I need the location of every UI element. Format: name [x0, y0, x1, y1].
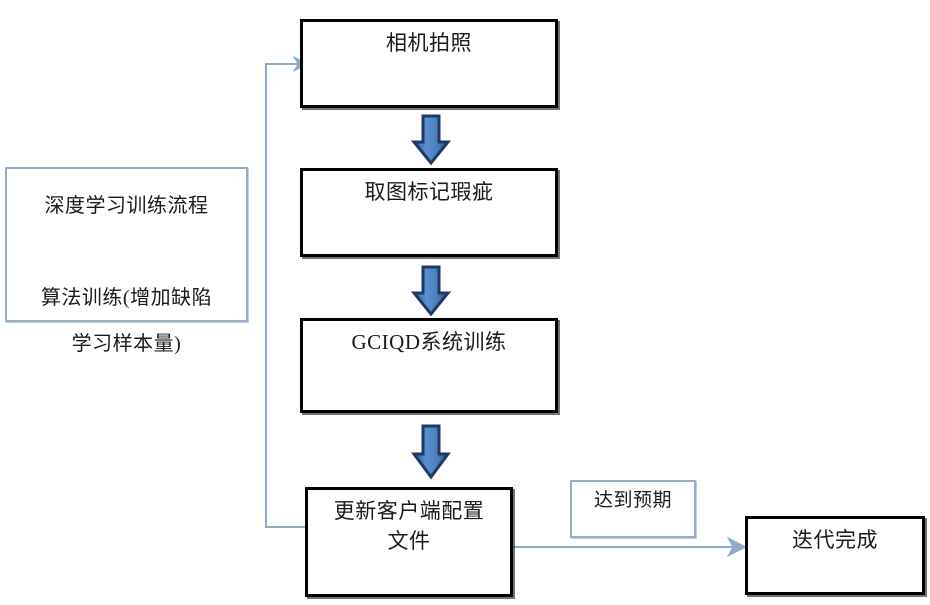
expectation-note-text: 达到预期: [593, 490, 672, 511]
step-box-label-defects[interactable]: 取图标记瑕疵: [300, 168, 558, 257]
step-box-camera-capture[interactable]: 相机拍照: [300, 19, 558, 108]
block-arrow-down-2: [411, 265, 451, 317]
step-box-update-client-config[interactable]: 更新客户端配置 文件: [305, 487, 513, 597]
step-label-iteration-complete: 迭代完成: [792, 528, 878, 552]
block-arrow-down-3: [411, 424, 451, 480]
completion-connector: [510, 534, 750, 562]
step-box-iteration-complete[interactable]: 迭代完成: [745, 516, 925, 595]
step-label-gciqd-training: GCIQD系统训练: [351, 330, 507, 354]
feedback-connector: [258, 52, 318, 542]
step-box-gciqd-training[interactable]: GCIQD系统训练: [300, 318, 558, 413]
block-arrow-down-1: [411, 114, 451, 166]
step-label-update-client-config: 更新客户端配置 文件: [333, 499, 485, 553]
training-note-text: 深度学习训练流程 算法训练(增加缺陷 学习样本量): [40, 195, 213, 355]
step-label-label-defects: 取图标记瑕疵: [364, 180, 494, 204]
expectation-note-box: 达到预期: [570, 480, 696, 538]
step-label-camera-capture: 相机拍照: [386, 31, 472, 55]
training-note-box: 深度学习训练流程 算法训练(增加缺陷 学习样本量): [5, 167, 248, 355]
